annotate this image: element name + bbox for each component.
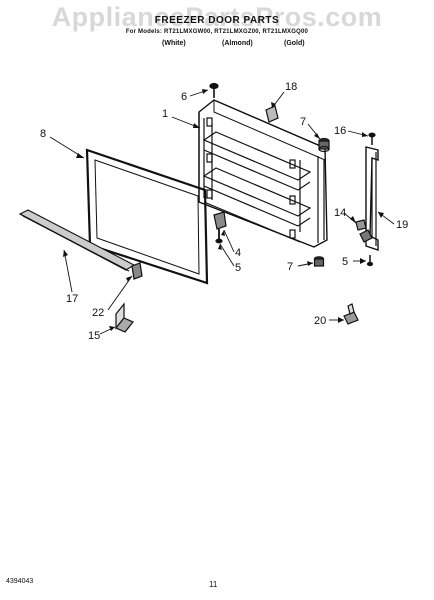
hinge-plug-top (318, 137, 330, 153)
door-liner (198, 99, 328, 248)
trim-strip (18, 209, 136, 272)
model-list: For Models: RT21LMXGW00, RT21LMXGZ00, RT… (125, 29, 309, 35)
screw-6 (209, 82, 219, 98)
page-number: 11 (209, 580, 218, 589)
screw-5-right (366, 255, 374, 267)
door-label (265, 105, 279, 123)
callout-19: 19 (396, 219, 408, 231)
bracket (115, 302, 134, 333)
callout-18: 18 (285, 81, 297, 93)
door-gasket (85, 148, 209, 285)
handle-spacer (355, 219, 367, 231)
door-stop (213, 211, 227, 244)
callout-17: 17 (66, 293, 78, 305)
callout-14: 14 (334, 207, 346, 219)
callout-7-bottom: 7 (287, 261, 293, 273)
watermark: AppliancePartsPros.com (51, 2, 383, 32)
diagram-heading: FREEZER DOOR PARTS (154, 15, 280, 26)
clip (343, 303, 359, 325)
callout-22: 22 (92, 307, 104, 319)
callout-20: 20 (314, 315, 326, 327)
callout-7-top: 7 (300, 116, 306, 128)
hinge-plug-bottom (313, 256, 325, 267)
screw-16 (368, 132, 376, 145)
trim-end-cap (131, 262, 143, 280)
color-gold: (Gold) (284, 40, 305, 47)
callout-5-right: 5 (342, 256, 348, 268)
callout-4: 4 (235, 247, 241, 259)
callout-16: 16 (334, 125, 346, 137)
callout-6: 6 (181, 91, 187, 103)
callout-8: 8 (40, 128, 46, 140)
door-handle (359, 146, 379, 251)
callout-15: 15 (88, 330, 100, 342)
color-almond: (Almond) (222, 40, 253, 47)
callout-5-left: 5 (235, 262, 241, 274)
callout-1: 1 (162, 108, 168, 120)
color-white: (White) (162, 40, 186, 47)
document-number: 4394043 (6, 578, 34, 585)
